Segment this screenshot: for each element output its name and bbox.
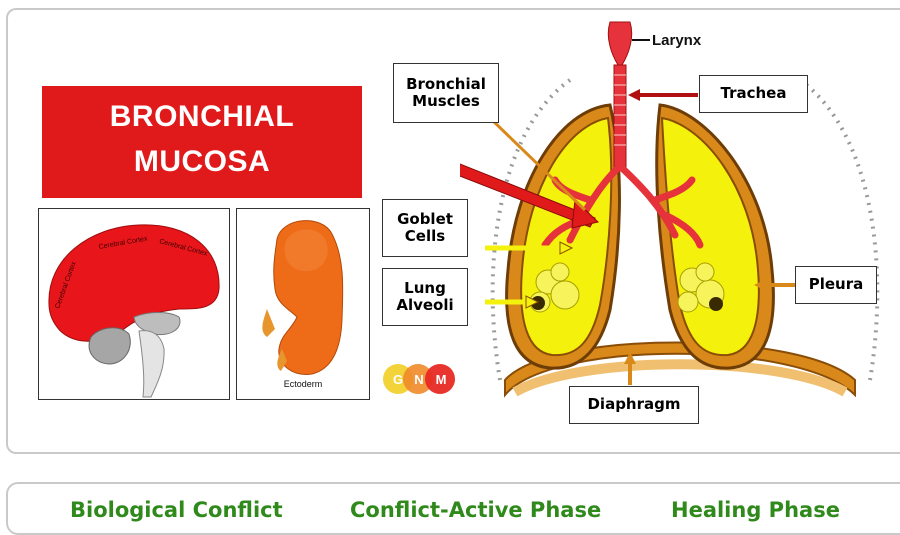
title-line-1: BRONCHIAL — [42, 100, 362, 135]
logo-letter-m: M — [436, 372, 447, 387]
title-line-2: MUCOSA — [42, 145, 362, 180]
alveoli-line-2: Alveoli — [396, 297, 453, 314]
embryo-panel: Ectoderm — [236, 208, 370, 400]
bronchial-muscles-line-2: Muscles — [406, 93, 486, 110]
larynx-label: Larynx — [652, 32, 702, 49]
logo-letter-g: G — [393, 372, 403, 387]
gnm-logo: G N M — [380, 362, 462, 396]
tab-conflict-active-phase[interactable]: Conflict-Active Phase — [350, 498, 601, 522]
trachea-text: Trachea — [721, 85, 787, 102]
tab-bar: Biological Conflict Conflict-Active Phas… — [6, 482, 900, 535]
tab-healing-phase[interactable]: Healing Phase — [671, 498, 840, 522]
logo-letter-n: N — [414, 372, 423, 387]
pleura-label: Pleura — [795, 266, 877, 304]
embryo-label: Ectoderm — [284, 379, 323, 389]
trachea-label: Trachea — [699, 75, 808, 113]
embryo-illustration: Ectoderm — [237, 209, 369, 399]
diaphragm-text: Diaphragm — [587, 396, 680, 413]
brain-panel: Cerebral Cortex Cerebral Cortex Cerebral… — [38, 208, 230, 400]
goblet-line-1: Goblet — [397, 211, 453, 228]
goblet-line-2: Cells — [397, 228, 453, 245]
bronchial-muscles-line-1: Bronchial — [406, 76, 486, 93]
tab-biological-conflict[interactable]: Biological Conflict — [70, 498, 283, 522]
alveoli-line-1: Lung — [396, 280, 453, 297]
lungs-diagram: Larynx — [460, 10, 900, 450]
pleura-text: Pleura — [809, 276, 864, 293]
diaphragm-label: Diaphragm — [569, 386, 699, 424]
bronchial-mucosa-title: BRONCHIAL MUCOSA — [42, 86, 362, 198]
brain-illustration: Cerebral Cortex Cerebral Cortex Cerebral… — [39, 209, 229, 399]
